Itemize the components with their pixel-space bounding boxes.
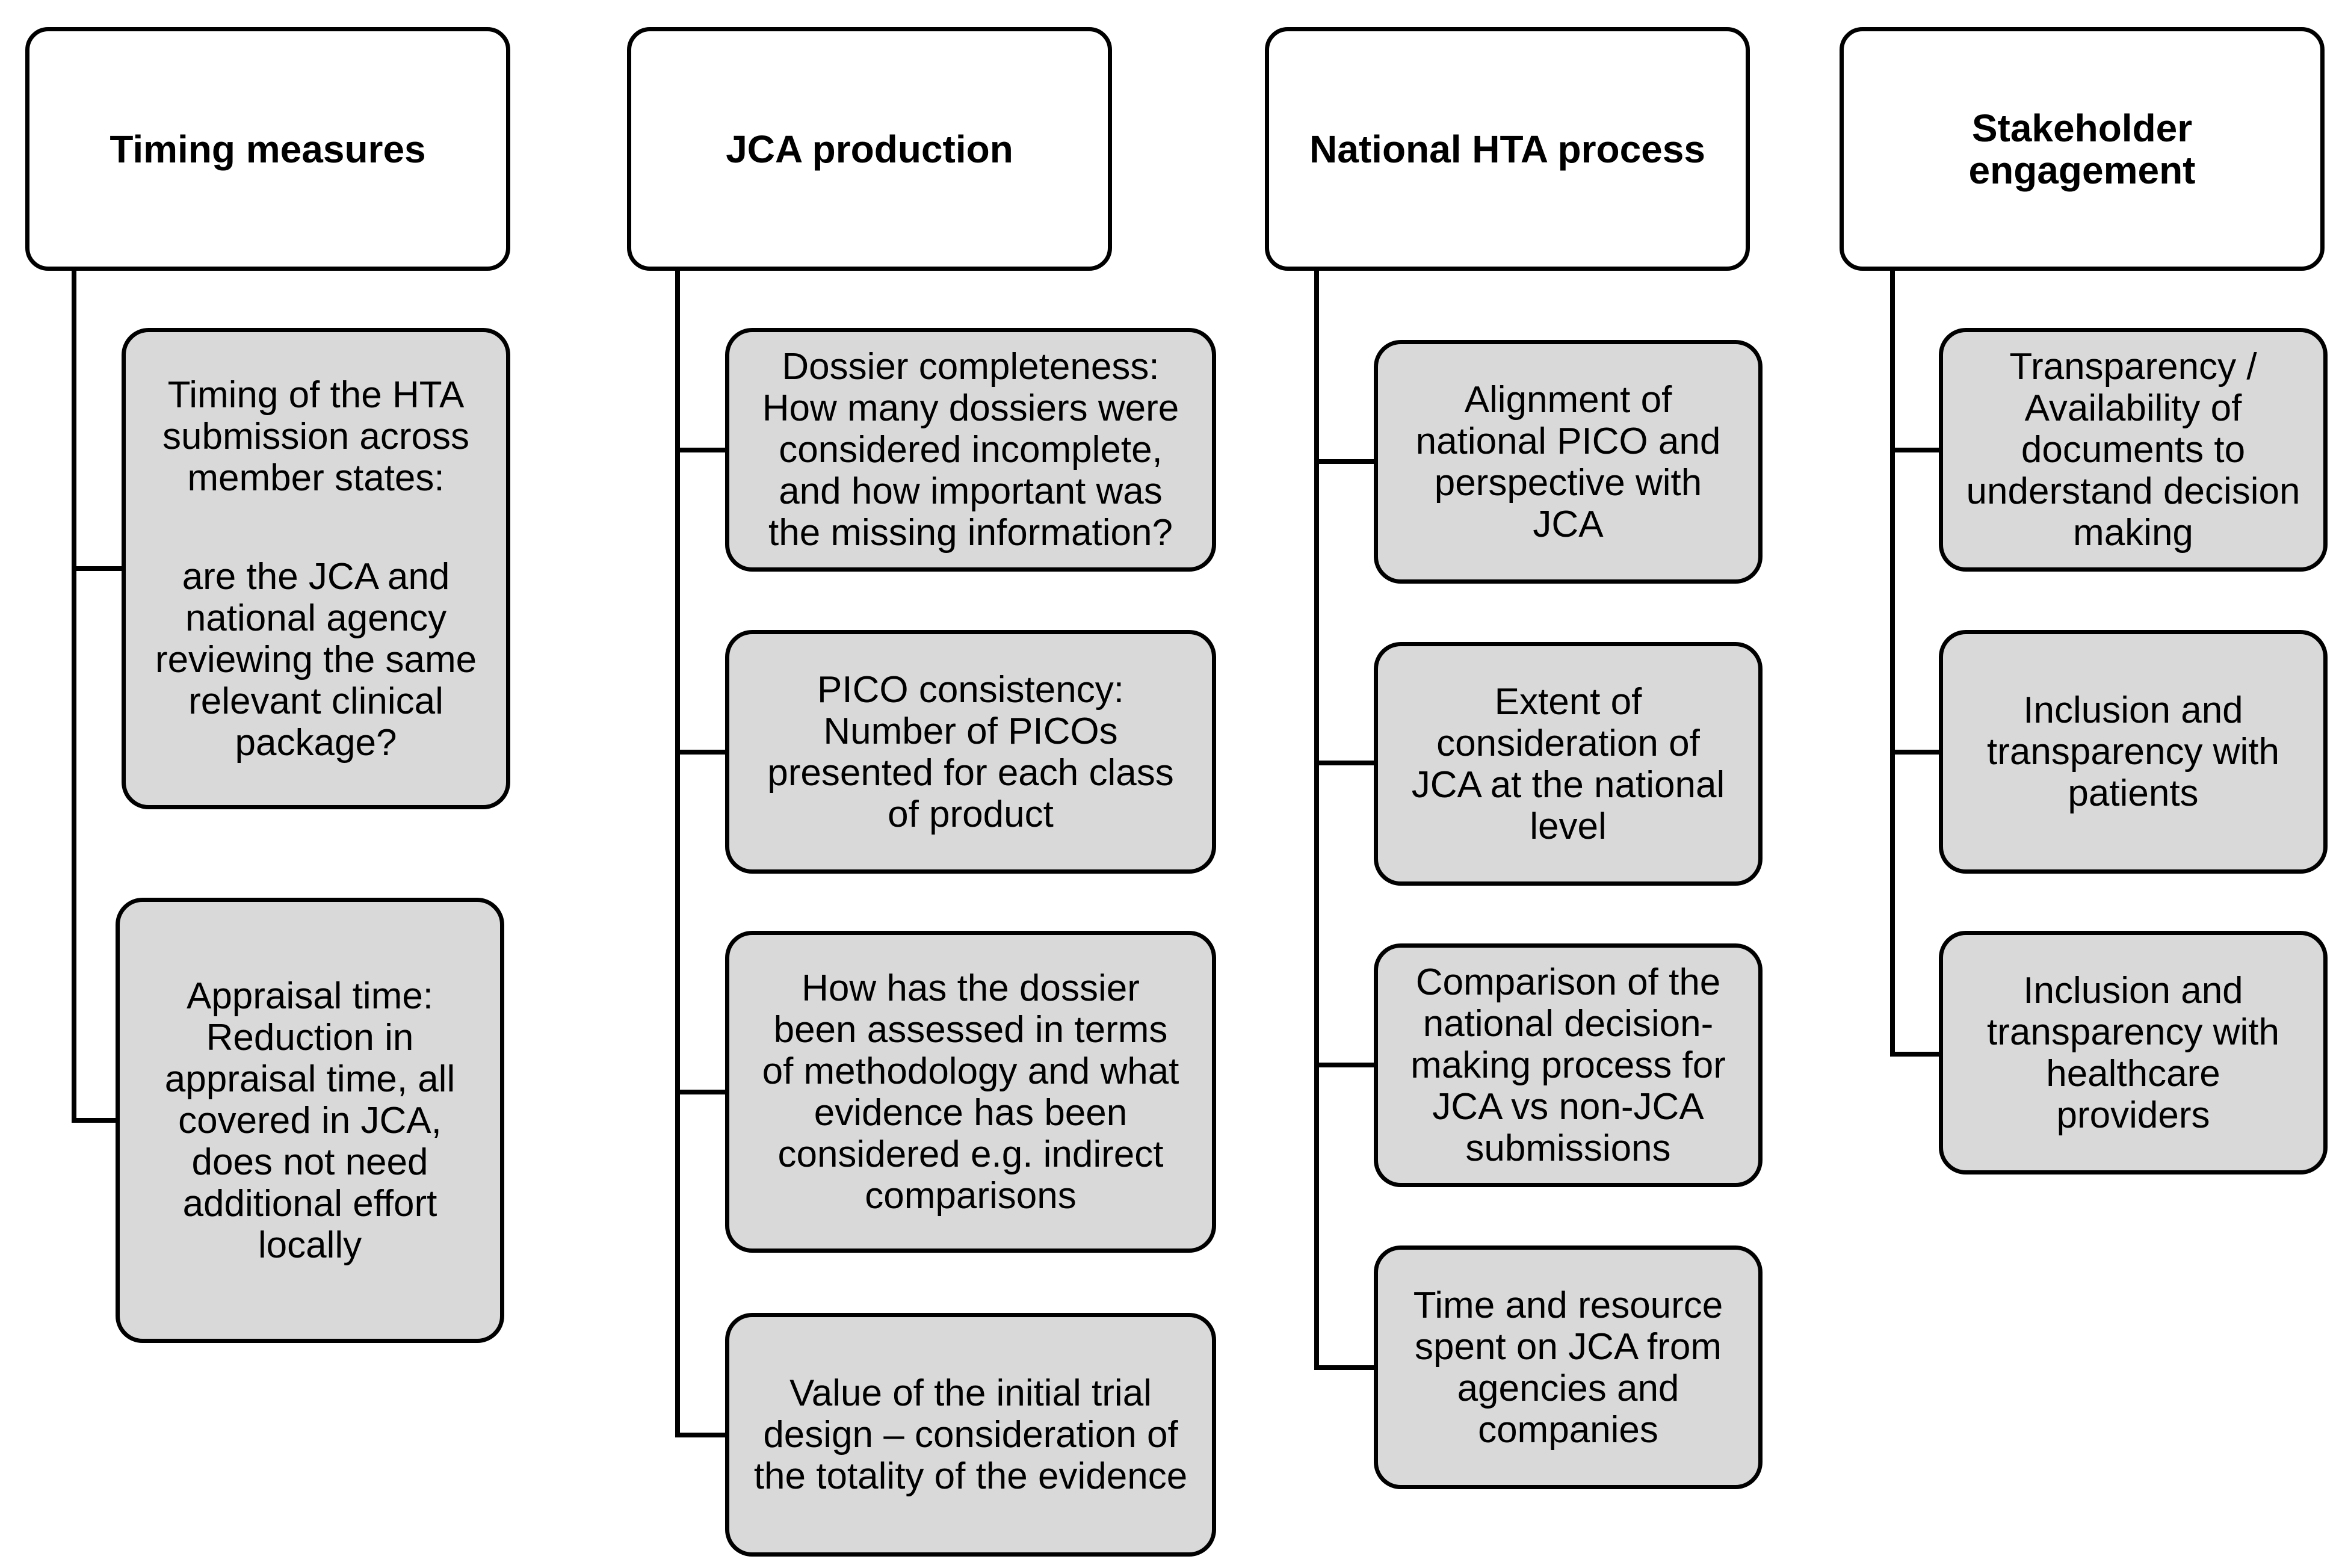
box-extent-of-consideration: Extent of consideration of JCA at the na… xyxy=(1374,642,1763,886)
header-national-hta-process-label: National HTA process xyxy=(1309,127,1705,171)
box-dossier-completeness-text: Dossier completeness: How many dossiers … xyxy=(762,346,1179,554)
box-timing-of-hta-submission: Timing of the HTA submission across memb… xyxy=(122,328,510,809)
box-transparency-availability-text: Transparency / Availability of documents… xyxy=(1966,346,2300,554)
box-time-and-resource: Time and resource spent on JCA from agen… xyxy=(1374,1245,1763,1489)
header-jca-production: JCA production xyxy=(627,27,1112,271)
header-timing-measures: Timing measures xyxy=(25,27,510,271)
header-stakeholder-engagement: Stakeholder engagement xyxy=(1840,27,2325,271)
box-inclusion-patients-text: Inclusion and transparency with patients xyxy=(1987,690,2279,814)
box-dossier-assessment: How has the dossier been assessed in ter… xyxy=(725,931,1216,1253)
box-inclusion-healthcare-providers: Inclusion and transparency with healthca… xyxy=(1939,931,2328,1174)
box-dossier-assessment-text: How has the dossier been assessed in ter… xyxy=(762,967,1179,1217)
box-appraisal-time: Appraisal time: Reduction in appraisal t… xyxy=(116,898,504,1343)
box-pico-consistency: PICO consistency: Number of PICOs presen… xyxy=(725,630,1216,874)
header-stakeholder-engagement-label: Stakeholder engagement xyxy=(1968,106,2196,192)
box-extent-of-consideration-text: Extent of consideration of JCA at the na… xyxy=(1411,681,1725,847)
box-appraisal-time-text: Appraisal time: Reduction in appraisal t… xyxy=(164,975,456,1266)
box-timing-of-hta-submission-para-1: Timing of the HTA submission across memb… xyxy=(162,374,469,499)
header-national-hta-process: National HTA process xyxy=(1265,27,1750,271)
box-timing-of-hta-submission-para-2: are the JCA and national agency reviewin… xyxy=(155,555,477,764)
header-jca-production-label: JCA production xyxy=(726,127,1013,171)
box-comparison-decision-making: Comparison of the national decision- mak… xyxy=(1374,943,1763,1187)
box-alignment-national-pico-text: Alignment of national PICO and perspecti… xyxy=(1415,378,1721,545)
box-timing-of-hta-submission-text: Timing of the HTA submission across memb… xyxy=(155,333,477,805)
box-initial-trial-design: Value of the initial trial design – cons… xyxy=(725,1313,1216,1557)
box-dossier-completeness: Dossier completeness: How many dossiers … xyxy=(725,328,1216,572)
box-time-and-resource-text: Time and resource spent on JCA from agen… xyxy=(1413,1284,1723,1451)
box-inclusion-patients: Inclusion and transparency with patients xyxy=(1939,630,2328,874)
box-alignment-national-pico: Alignment of national PICO and perspecti… xyxy=(1374,340,1763,584)
box-inclusion-healthcare-providers-text: Inclusion and transparency with healthca… xyxy=(1987,969,2279,1136)
box-comparison-decision-making-text: Comparison of the national decision- mak… xyxy=(1410,961,1726,1169)
box-pico-consistency-text: PICO consistency: Number of PICOs presen… xyxy=(767,668,1174,835)
box-transparency-availability: Transparency / Availability of documents… xyxy=(1939,328,2328,572)
header-timing-measures-label: Timing measures xyxy=(110,127,426,171)
box-initial-trial-design-text: Value of the initial trial design – cons… xyxy=(753,1372,1188,1497)
